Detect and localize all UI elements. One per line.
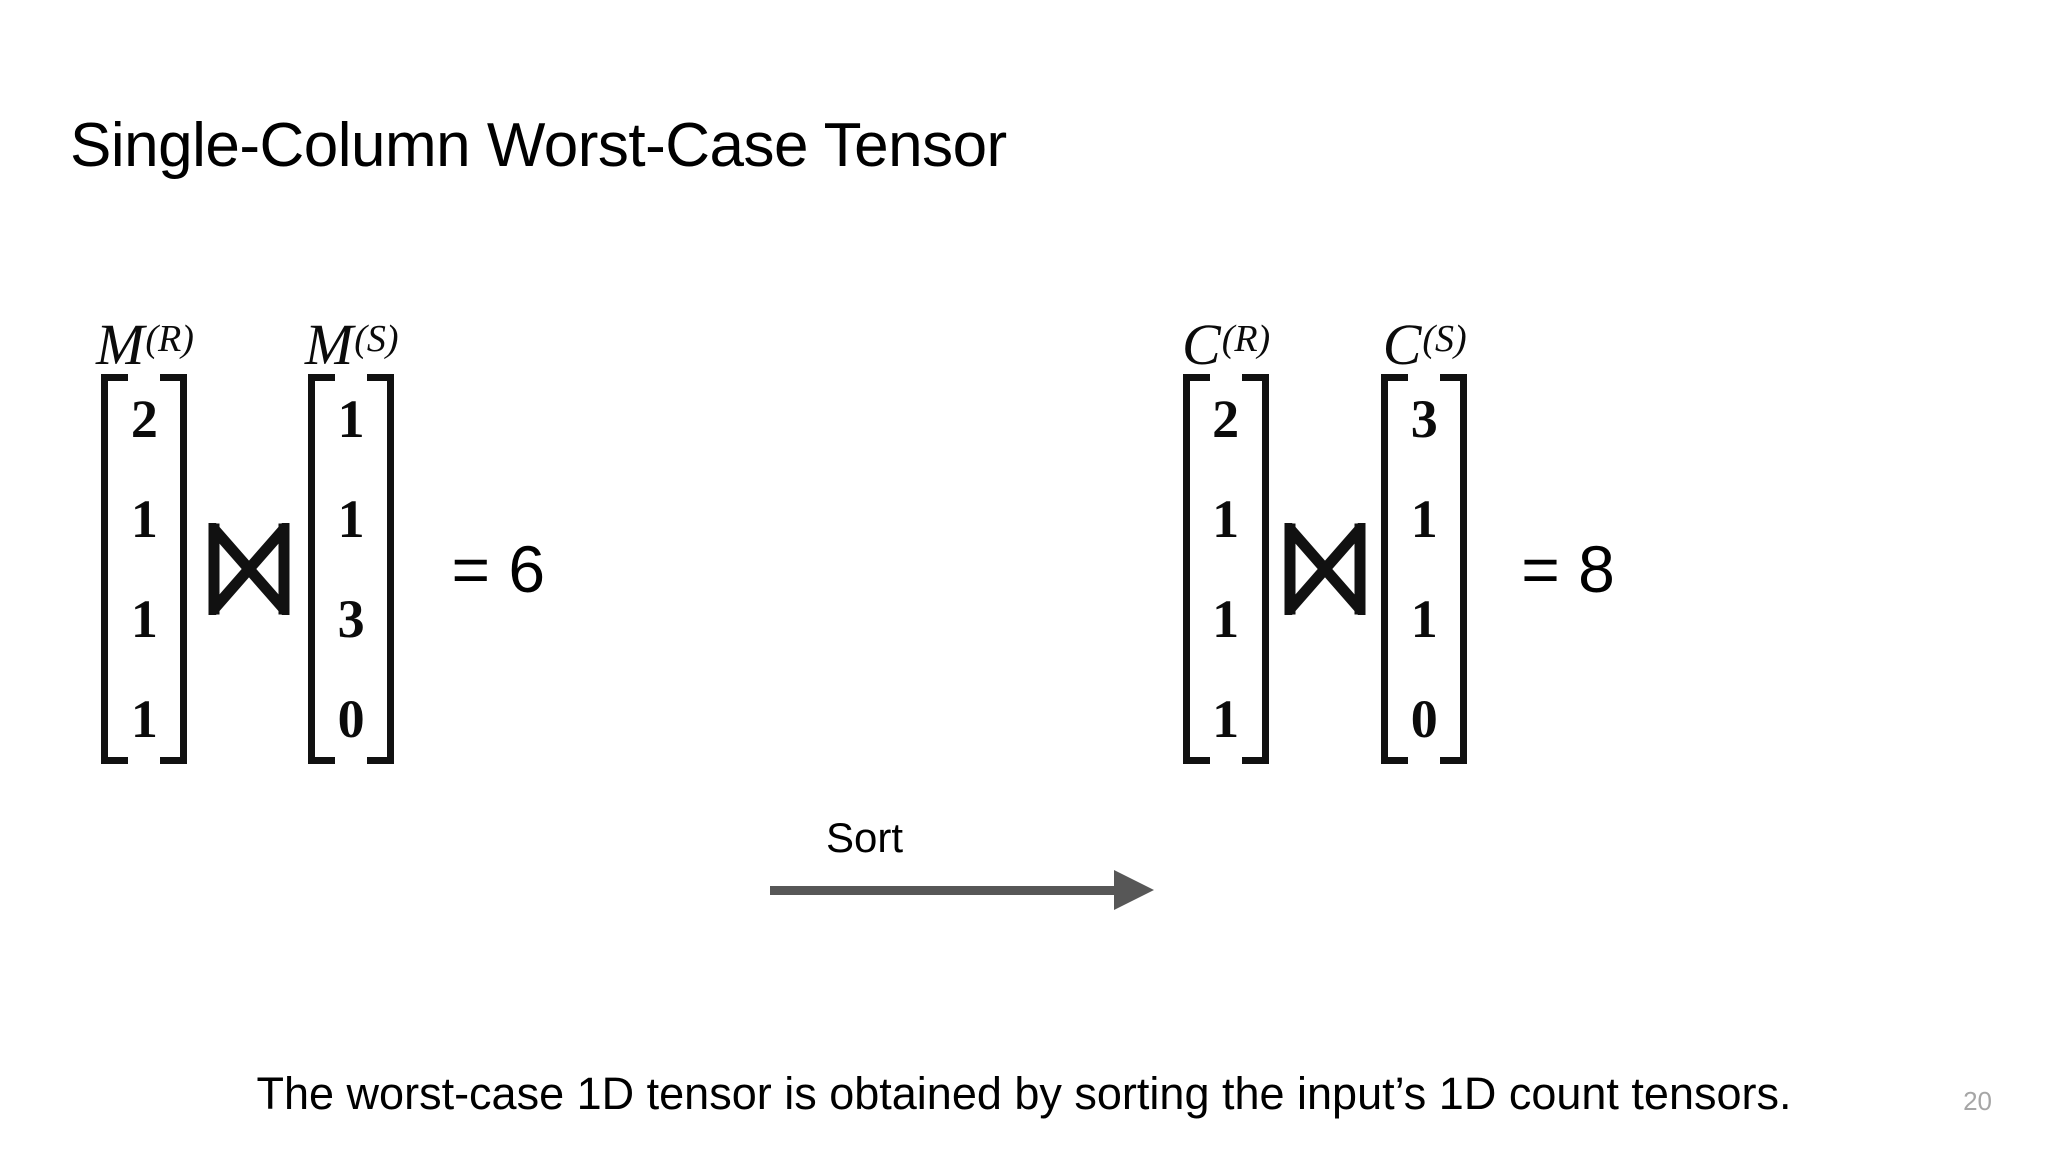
vector-m-s-label: M(S)	[304, 300, 399, 377]
join-bowtie-icon	[193, 374, 305, 764]
right-expression-result: = 8	[1521, 532, 1615, 606]
right-expression: C(R) 2 1 1 1 C(S) 3 1 1	[1182, 300, 1615, 764]
vector-cell: 1	[130, 589, 158, 649]
vector-cell: 0	[1410, 689, 1438, 749]
vector-c-s-label-base: C	[1382, 312, 1422, 377]
vector-cell: 1	[337, 389, 365, 449]
vector-cell: 1	[1410, 589, 1438, 649]
vector-m-s-label-base: M	[304, 312, 354, 377]
vector-cell: 3	[337, 589, 365, 649]
join-bowtie-icon	[1269, 374, 1381, 764]
vector-m-r-label-base: M	[96, 312, 145, 377]
vector-cell: 1	[130, 689, 158, 749]
vector-m-r-values: 2 1 1 1	[101, 374, 188, 764]
vector-m-r-label-superscript: (R)	[145, 318, 194, 360]
vector-cell: 1	[130, 489, 158, 549]
vector-m-s-label-superscript: (S)	[354, 318, 399, 360]
vector-m-s-values: 1 1 3 0	[308, 374, 395, 764]
vector-cell: 1	[1212, 489, 1240, 549]
right-arrow-head-icon	[1114, 870, 1154, 910]
vector-c-s-label: C(S)	[1382, 300, 1467, 377]
vector-c-s-values: 3 1 1 0	[1381, 374, 1468, 764]
vector-c-r-values: 2 1 1 1	[1182, 374, 1269, 764]
vector-c-r: C(R) 2 1 1 1	[1182, 300, 1271, 764]
vector-c-r-label-superscript: (R)	[1221, 318, 1271, 360]
vector-cell: 0	[337, 689, 365, 749]
left-expression-result: = 6	[451, 532, 546, 606]
vector-c-s-label-superscript: (S)	[1422, 318, 1467, 360]
vector-cell: 1	[1410, 489, 1438, 549]
vector-cell: 2	[1212, 389, 1240, 449]
page-title: Single-Column Worst-Case Tensor	[70, 111, 1007, 180]
slide-caption: The worst-case 1D tensor is obtained by …	[256, 1068, 1792, 1119]
vector-c-r-label: C(R)	[1182, 300, 1271, 377]
vector-cell: 1	[337, 489, 365, 549]
vector-c-r-label-base: C	[1182, 312, 1221, 377]
vector-cell: 1	[1212, 689, 1240, 749]
sort-transition: Sort	[770, 814, 1170, 930]
vector-c-s: C(S) 3 1 1 0	[1381, 300, 1468, 764]
vector-cell: 3	[1410, 389, 1438, 449]
vector-m-r: M(R) 2 1 1 1	[96, 300, 194, 764]
page-number: 20	[1963, 1086, 1992, 1116]
left-expression: M(R) 2 1 1 1 M(S) 1 1 3	[96, 300, 545, 764]
sort-label: Sort	[826, 814, 904, 861]
vector-cell: 1	[1212, 589, 1240, 649]
vector-m-s: M(S) 1 1 3 0	[304, 300, 399, 764]
vector-cell: 2	[130, 389, 158, 449]
figure-area: M(R) 2 1 1 1 M(S) 1 1 3	[0, 300, 2048, 910]
right-arrow-icon	[770, 886, 1120, 895]
vector-m-r-label: M(R)	[96, 300, 194, 377]
